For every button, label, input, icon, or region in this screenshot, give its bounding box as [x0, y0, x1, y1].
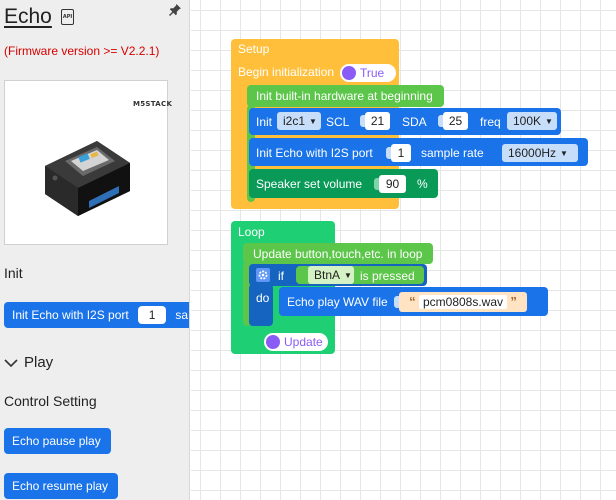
section-init-label: Init [4, 265, 23, 281]
init-builtin-block[interactable] [247, 85, 444, 107]
i2s-port-plug [386, 147, 392, 159]
sample-rate-label: sample rate [421, 146, 484, 160]
wav-file-input[interactable]: pcm0808s.wav [418, 295, 508, 309]
wav-file-string[interactable]: “ pcm0808s.wav ” [399, 292, 527, 312]
palette-echo-resume-label: Echo resume play [12, 479, 109, 493]
button-value: BtnA [314, 268, 341, 282]
chevron-down-icon [4, 358, 18, 367]
block-palette-panel: Echo API (Firmware version >= V2.2.1) M5… [0, 0, 190, 500]
volume-unit: % [417, 177, 428, 191]
speaker-volume-block[interactable] [249, 169, 438, 198]
button-dropdown[interactable]: BtnA▼ [308, 266, 354, 284]
echo-device-illustration [45, 141, 130, 216]
init-builtin-label: Init built-in hardware at beginning [256, 89, 433, 103]
sda-plug [438, 115, 444, 127]
file-plug [394, 296, 400, 308]
sample-rate-dropdown[interactable]: 16000Hz▼ [502, 144, 578, 162]
do-label: do [256, 291, 270, 305]
api-doc-icon[interactable]: API [60, 9, 74, 25]
update-toggle[interactable]: Update [264, 333, 328, 351]
open-quote-icon: “ [409, 294, 416, 309]
control-setting-label: Control Setting [4, 393, 97, 409]
palette-port-field[interactable]: 1 [138, 305, 167, 324]
freq-label: freq [480, 115, 501, 129]
begin-init-toggle[interactable]: True [340, 64, 396, 82]
update-loop-block[interactable] [243, 243, 433, 264]
if-block-arm [249, 284, 273, 326]
palette-init-echo-label: Init Echo with I2S port [12, 308, 129, 322]
section-play-label: Play [24, 354, 54, 371]
update-loop-label: Update button,touch,etc. in loop [253, 247, 423, 261]
page-title[interactable]: Echo [4, 5, 52, 28]
is-pressed-label: is pressed [360, 269, 415, 283]
brand-logo: M5STACK [133, 100, 173, 108]
scl-input[interactable]: 21 [365, 112, 390, 130]
scl-label: SCL [326, 115, 350, 129]
loop-label: Loop [238, 225, 265, 239]
begin-init-label: Begin initialization [238, 65, 335, 79]
toggle-knob [342, 66, 356, 80]
palette-init-echo-block[interactable]: Init Echo with I2S port 1 sa [4, 302, 189, 328]
pin-icon[interactable] [168, 3, 182, 17]
freq-value: 100K [513, 114, 542, 128]
setup-label: Setup [238, 42, 270, 56]
volume-plug [374, 178, 380, 190]
echo-play-label: Echo play WAV file [287, 295, 388, 309]
palette-echo-pause-label: Echo pause play [12, 434, 101, 448]
firmware-note: (Firmware version >= V2.2.1) [4, 44, 160, 58]
update-loop-arm [243, 262, 251, 326]
sda-label: SDA [402, 115, 427, 129]
freq-dropdown[interactable]: 100K▼ [507, 112, 557, 130]
volume-input[interactable]: 90 [379, 175, 406, 193]
speaker-volume-label: Speaker set volume [256, 177, 363, 191]
product-image: M5STACK [4, 80, 172, 245]
i2s-port-input[interactable]: 1 [391, 144, 411, 162]
play-category-toggle[interactable]: Play [4, 354, 53, 371]
dropdown-arrow-icon: ▼ [309, 117, 317, 126]
palette-echo-resume-block[interactable]: Echo resume play [4, 473, 118, 499]
panel-header: Echo API [4, 4, 74, 30]
scl-plug [360, 115, 366, 127]
update-toggle-label: Update [284, 335, 323, 349]
toggle-knob [266, 335, 280, 349]
close-quote-icon: ” [510, 294, 517, 309]
begin-init-toggle-label: True [360, 66, 385, 80]
blockly-workspace[interactable]: Setup Begin initialization True Init bui… [191, 0, 616, 500]
i2c-init-label: Init [256, 115, 273, 129]
i2c-port-dropdown[interactable]: i2c1▼ [277, 112, 321, 130]
i2c-port-value: i2c1 [283, 114, 306, 128]
sda-input[interactable]: 25 [443, 112, 468, 130]
dropdown-arrow-icon: ▼ [545, 117, 553, 126]
if-label: if [278, 269, 284, 283]
init-echo-label: Init Echo with I2S port [256, 146, 373, 160]
sample-rate-value: 16000Hz [508, 146, 557, 160]
dropdown-arrow-icon: ▼ [344, 271, 352, 280]
palette-truncated-label: sa [175, 308, 189, 322]
gear-icon[interactable] [256, 268, 270, 282]
dropdown-arrow-icon: ▼ [560, 149, 568, 158]
palette-echo-pause-block[interactable]: Echo pause play [4, 428, 111, 454]
